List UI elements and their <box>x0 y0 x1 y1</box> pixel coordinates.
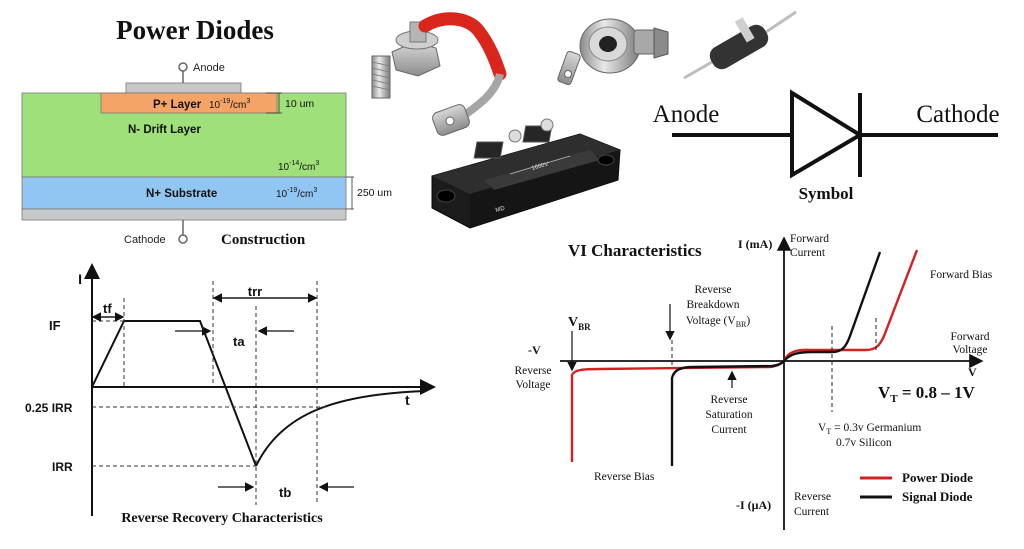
n-sub-thickness: 250 um <box>357 187 392 199</box>
construction-diagram: Anode P+ Layer 10-19/cm3 10 um N- Drift … <box>21 62 392 248</box>
n-drift-doping: 10-14/cm3 <box>278 160 319 173</box>
symbol-anode-label: Anode <box>653 101 720 128</box>
axial-lead-diode-photo <box>683 10 797 80</box>
anode-contact <box>125 82 242 94</box>
reverse-recovery-chart: I t tf IF 0.25 IRR IRR trr ta tb Reverse… <box>25 263 436 526</box>
vi-title: VI Characteristics <box>568 241 702 260</box>
anode-label: Anode <box>193 62 225 74</box>
diode-module-photo: 1600V MD <box>431 118 621 229</box>
rr-tf-label: tf <box>103 301 112 316</box>
rr-ta-label: ta <box>233 334 245 349</box>
symbol-triangle <box>790 89 864 179</box>
vi-reverse-voltage-2: Voltage <box>516 379 551 391</box>
vi-reverse-current-2: Current <box>794 506 830 518</box>
rr-if-label: IF <box>49 318 61 333</box>
vi-saturation-3: Current <box>711 424 747 436</box>
signal-diode-reverse-curve <box>670 360 785 466</box>
rr-recovery-tail <box>255 390 427 467</box>
vi-forward-bias-label: Forward Bias <box>930 269 993 281</box>
construction-caption: Construction <box>221 232 306 248</box>
n-plus-substrate <box>21 176 347 210</box>
rr-irr-label: IRR <box>52 460 73 474</box>
p-layer-doping: 10-19/cm3 <box>209 98 250 111</box>
vi-saturation-1: Reverse <box>710 394 747 406</box>
vi-forward-current-2: Current <box>790 247 826 259</box>
rr-caption: Reverse Recovery Characteristics <box>121 511 323 526</box>
rr-current-waveform <box>91 320 257 467</box>
vi-forward-current-1: Forward <box>790 233 829 245</box>
rr-trr-label: trr <box>248 284 262 299</box>
vi-y-neg-label: -I (μA) <box>736 498 771 512</box>
vi-forward-voltage-1: Forward <box>951 331 990 343</box>
stud-mount-power-diode-photo <box>371 12 507 136</box>
legend-signal-diode-label: Signal Diode <box>902 489 973 504</box>
vi-breakdown-voltage: Voltage (VBR) <box>686 315 751 329</box>
vi-y-pos-label: I (mA) <box>738 237 772 251</box>
symbol-caption: Symbol <box>799 184 854 203</box>
page-title: Power Diodes <box>116 15 274 45</box>
diode-symbol: Anode Cathode Symbol <box>653 89 1000 203</box>
vi-saturation-2: Saturation <box>705 409 753 421</box>
power-diode-forward-curve <box>782 249 919 362</box>
rr-tb-label: tb <box>279 485 291 500</box>
signal-diode-forward-curve <box>783 251 882 362</box>
vi-forward-voltage-2: Voltage <box>953 344 988 356</box>
rr-y-axis-label: I <box>78 271 82 287</box>
cathode-label: Cathode <box>124 234 166 246</box>
n-sub-doping: 10-19/cm3 <box>276 187 317 200</box>
vi-vt-power-label: VT = 0.8 – 1V <box>878 383 976 405</box>
anode-terminal <box>178 62 188 72</box>
disk-power-diode-photo <box>557 18 669 86</box>
p-plus-layer <box>100 92 278 114</box>
module-label: 1600V <box>531 162 549 172</box>
rr-quarter-irr-label: 0.25 IRR <box>25 401 73 415</box>
vi-characteristics-chart: VI Characteristics I (mA) Forward Curren… <box>514 233 993 530</box>
vi-vt-signal-label-2: 0.7v Silicon <box>836 437 892 449</box>
vi-reverse-current-1: Reverse <box>794 491 831 503</box>
vi-reverse-bias-label: Reverse Bias <box>594 471 655 483</box>
vi-x-neg-label: -V <box>528 343 541 357</box>
p-thickness: 10 um <box>285 98 314 110</box>
vi-reverse-voltage-1: Reverse <box>514 365 551 377</box>
legend-power-diode-label: Power Diode <box>902 470 973 485</box>
vi-vbr-label: VBR <box>568 315 591 332</box>
n-drift-label: N- Drift Layer <box>128 124 201 136</box>
p-layer-label: P+ Layer <box>153 99 202 111</box>
vi-vt-signal-label: VT = 0.3v Germanium <box>818 422 921 436</box>
cathode-terminal <box>178 234 188 244</box>
vi-x-pos-label: V <box>968 365 977 379</box>
rr-x-axis-label: t <box>405 392 410 408</box>
vi-breakdown-1: Reverse <box>694 284 731 296</box>
module-mark: MD <box>495 206 506 214</box>
cathode-contact <box>21 208 347 221</box>
vi-legend: Power Diode Signal Diode <box>860 470 973 504</box>
vi-breakdown-2: Breakdown <box>686 299 739 311</box>
n-sub-label: N+ Substrate <box>146 188 217 200</box>
symbol-cathode-label: Cathode <box>916 101 999 128</box>
